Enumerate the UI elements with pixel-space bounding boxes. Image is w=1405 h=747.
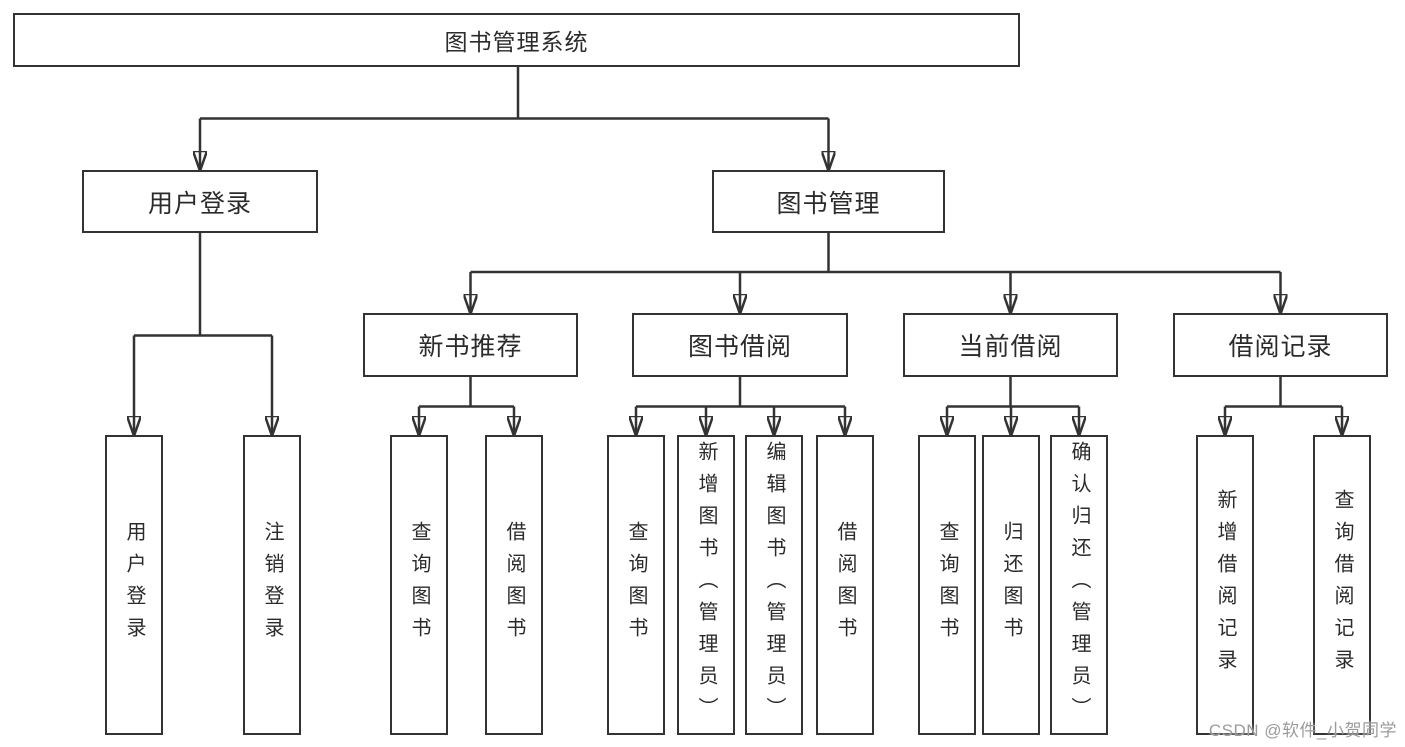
leaf-confirm-return-admin: 确认归还（管理员） xyxy=(1050,435,1108,735)
node-current-borrowing: 当前借阅 xyxy=(903,313,1118,377)
leaf-return-book: 归还图书 xyxy=(982,435,1040,735)
node-book-management: 图书管理 xyxy=(712,170,945,233)
leaf-query-books-current: 查询图书 xyxy=(918,435,976,735)
csdn-watermark: CSDN @软件_小贺同学 xyxy=(1208,721,1397,740)
leaf-query-borrow-record: 查询借阅记录 xyxy=(1313,435,1371,735)
leaf-query-books-recommend: 查询图书 xyxy=(390,435,448,735)
leaf-add-book-admin: 新增图书（管理员） xyxy=(677,435,735,735)
node-root-library-system: 图书管理系统 xyxy=(13,13,1020,67)
leaf-edit-book-admin: 编辑图书（管理员） xyxy=(745,435,803,735)
node-book-borrowing: 图书借阅 xyxy=(632,313,848,377)
leaf-logout: 注销登录 xyxy=(243,435,301,735)
node-borrowing-records: 借阅记录 xyxy=(1173,313,1388,377)
node-new-book-recommend: 新书推荐 xyxy=(363,313,578,377)
leaf-borrow-books-recommend: 借阅图书 xyxy=(485,435,543,735)
leaf-add-borrow-record: 新增借阅记录 xyxy=(1196,435,1254,735)
leaf-user-login: 用户登录 xyxy=(105,435,163,735)
leaf-borrow-books: 借阅图书 xyxy=(816,435,874,735)
leaf-query-books-borrowing: 查询图书 xyxy=(607,435,665,735)
node-user-login: 用户登录 xyxy=(82,170,318,233)
